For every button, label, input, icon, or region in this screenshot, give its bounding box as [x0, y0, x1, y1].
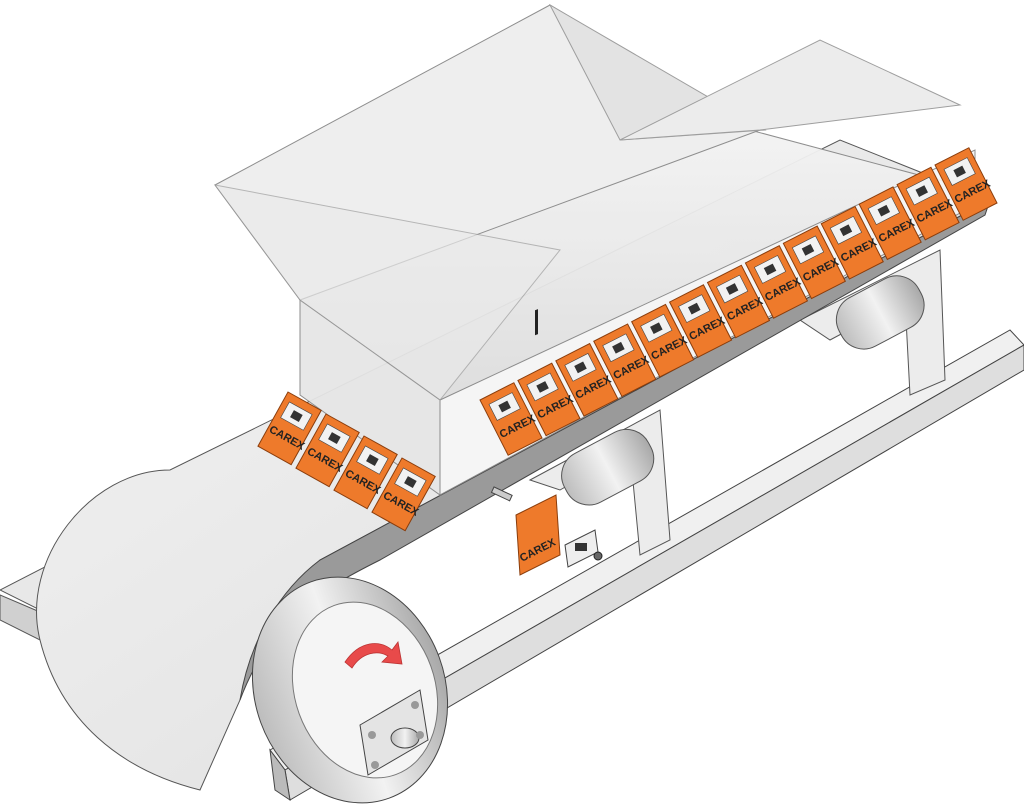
carex-skirt-plate: CAREX: [782, 225, 847, 300]
carex-skirt-plate: CAREX: [257, 391, 322, 466]
carex-skirt-plate: CAREX: [333, 435, 398, 510]
rear-skirt-plates: CAREX CAREX CAREX CAREX CAREX CAREX CARE…: [479, 147, 998, 456]
carex-skirt-plate: CAREX: [820, 205, 884, 280]
carex-skirt-plate: CAREX: [744, 244, 809, 319]
front-skirt-plates: CAREX CAREX CAREX CAREX: [257, 391, 436, 532]
carex-skirt-plate: CAREX: [858, 186, 922, 261]
nut-icon: [593, 551, 603, 561]
bearing-block: [359, 689, 429, 776]
carex-skirt-plate: CAREX: [295, 413, 360, 488]
rotation-arrow-icon: [344, 641, 403, 669]
carex-skirt-plate: CAREX: [593, 323, 657, 398]
carex-skirt-plate: CAREX: [934, 147, 998, 221]
carex-skirt-plate: CAREX: [371, 457, 436, 532]
bolt-icon: [490, 486, 513, 502]
carex-skirt-plate: CAREX: [479, 382, 543, 456]
carex-skirt-plate: CAREX: [668, 284, 733, 358]
wear-clamp-bracket: [564, 529, 599, 568]
carex-skirt-plate: CAREX: [630, 303, 695, 378]
idler-stand-front: [528, 409, 671, 556]
idler-stand-rear: [799, 249, 946, 396]
loose-carex-plate: CAREX: [515, 309, 561, 576]
carex-skirt-plate: CAREX: [896, 166, 960, 241]
carex-skirt-plate: CAREX: [706, 264, 771, 339]
carex-skirt-plate: CAREX: [517, 362, 581, 437]
carex-skirt-plate: CAREX: [555, 342, 619, 417]
head-pulley: [251, 576, 449, 804]
